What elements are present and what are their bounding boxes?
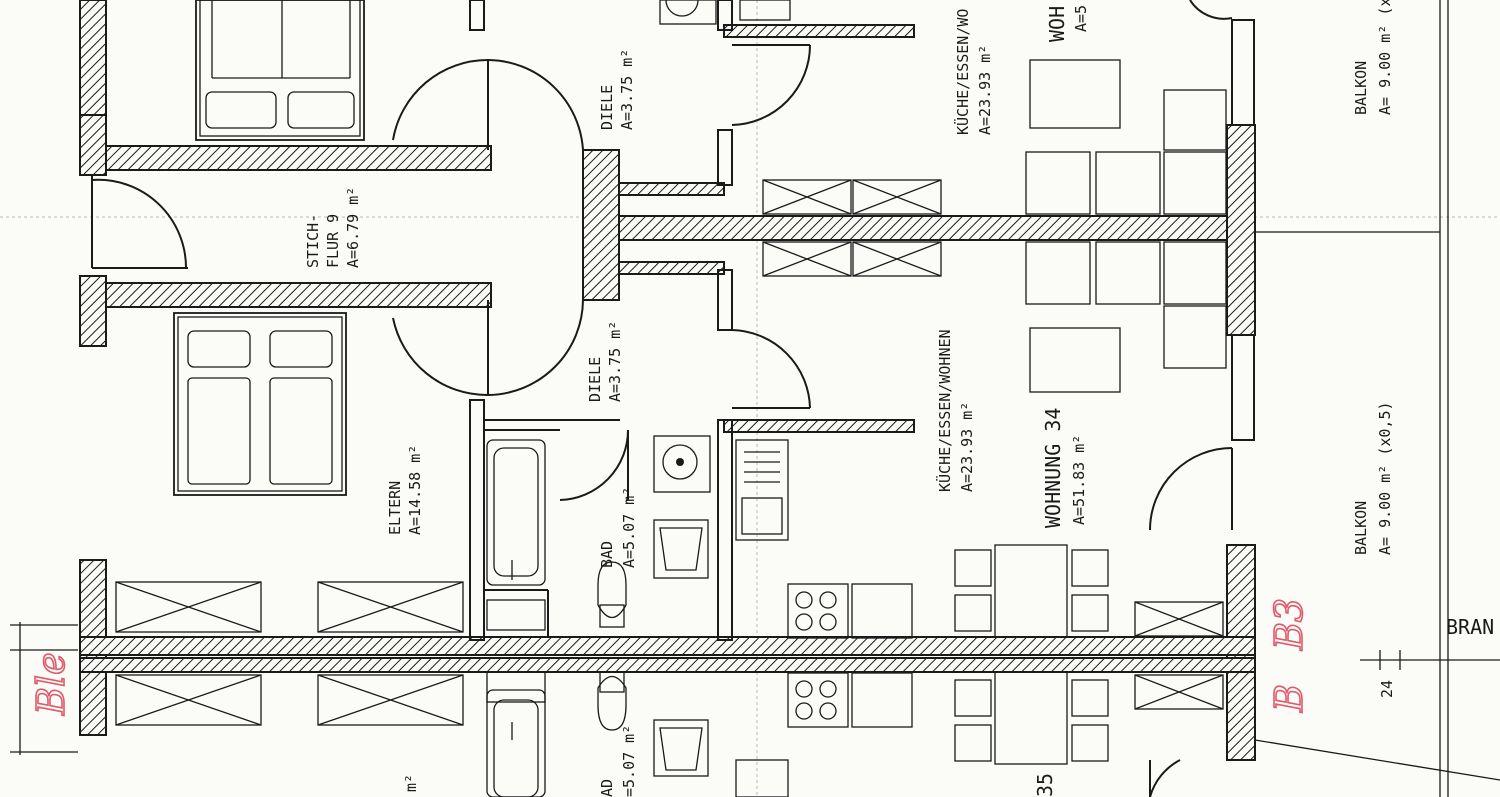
eltern-area: A=14.58 m² <box>406 445 424 535</box>
stichflur-name-1: STICH- <box>304 214 322 268</box>
doors <box>91 0 1233 797</box>
diele-mid-area: A=3.75 m² <box>606 321 624 402</box>
wohnung-34-area: A=51.83 m² <box>1070 435 1088 525</box>
red-annotation-left: Ble <box>29 652 73 716</box>
bad-bottom-area: =5.07 m² <box>620 725 638 797</box>
wohnung-top-name: WOH <box>1045 6 1069 42</box>
wohnung-34-name: WOHNUNG 34 <box>1041 408 1065 528</box>
bottom-mid-number: 35 <box>1033 773 1057 797</box>
kueche-mid-name: KÜCHE/ESSEN/WOHNEN <box>935 329 954 492</box>
dimension-label: 24 <box>1378 680 1396 698</box>
red-annotation-right-1: B3 <box>1267 598 1311 651</box>
furniture <box>115 0 1227 797</box>
balkon-top-name: BALKON <box>1352 61 1370 115</box>
kueche-mid-area: A=23.93 m² <box>958 402 976 492</box>
red-annotation-right-2: B <box>1267 684 1311 713</box>
bottom-left-area: m² <box>402 774 420 792</box>
edge-label: BRAN <box>1446 615 1494 639</box>
kueche-top-name: KÜCHE/ESSEN/WO <box>953 9 972 135</box>
balkon-mid-name: BALKON <box>1352 501 1370 555</box>
balkon-mid-area: A= 9.00 m² (x0,5) <box>1376 401 1394 555</box>
kueche-top-area: A=23.93 m² <box>976 45 994 135</box>
stichflur-area: A=6.79 m² <box>344 187 362 268</box>
diele-top-name: DIELE <box>598 85 616 130</box>
balkon-lines <box>10 0 1500 797</box>
walls <box>79 0 1256 761</box>
stichflur-name-2: FLUR 9 <box>324 214 342 268</box>
wohnung-top-area: A=5 <box>1072 5 1090 32</box>
bad-mid-area: A=5.07 m² <box>620 487 638 568</box>
diele-top-area: A=3.75 m² <box>618 49 636 130</box>
eltern-name: ELTERN <box>386 481 404 535</box>
balkon-top-area: A= 9.00 m² (x0 <box>1376 0 1394 115</box>
room-labels: DIELE A=3.75 m² STICH- FLUR 9 A=6.79 m² … <box>304 0 1394 797</box>
bad-bottom-name: AD <box>598 779 616 797</box>
bad-mid-name: BAD <box>598 541 616 568</box>
annotations: Ble B3 B 24 BRAN <box>28 597 1494 717</box>
diele-mid-name: DIELE <box>586 357 604 402</box>
interior-walls <box>469 0 1255 641</box>
